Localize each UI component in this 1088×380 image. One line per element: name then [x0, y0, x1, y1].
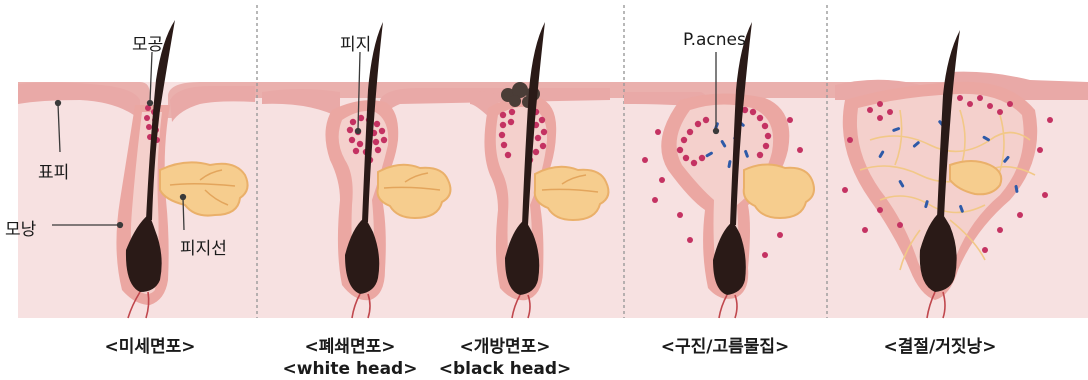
- label-p-acnes: P.acnes: [683, 30, 746, 50]
- label-sebaceous-gland: 피지선: [180, 234, 227, 259]
- caption-nodule-cyst: <결절/거짓낭>: [860, 336, 1020, 358]
- caption-line1: <개방면포>: [425, 336, 585, 358]
- label-pore: 모공: [132, 30, 163, 55]
- label-sebum: 피지: [340, 30, 371, 55]
- caption-line2: <white head>: [270, 358, 430, 380]
- label-epidermis: 표피: [38, 158, 69, 183]
- label-follicle: 모낭: [5, 215, 36, 240]
- caption-line1: <결절/거짓낭>: [860, 336, 1020, 358]
- caption-open-comedo: <개방면포> <black head>: [425, 336, 585, 380]
- caption-line1: <구진/고름물집>: [635, 336, 815, 358]
- caption-line2: <black head>: [425, 358, 585, 380]
- caption-closed-comedo: <폐쇄면포> <white head>: [270, 336, 430, 380]
- caption-line1: <폐쇄면포>: [270, 336, 430, 358]
- caption-microcomedo: <미세면포>: [70, 336, 230, 358]
- caption-papule-pustule: <구진/고름물집>: [635, 336, 815, 358]
- caption-line1: <미세면포>: [70, 336, 230, 358]
